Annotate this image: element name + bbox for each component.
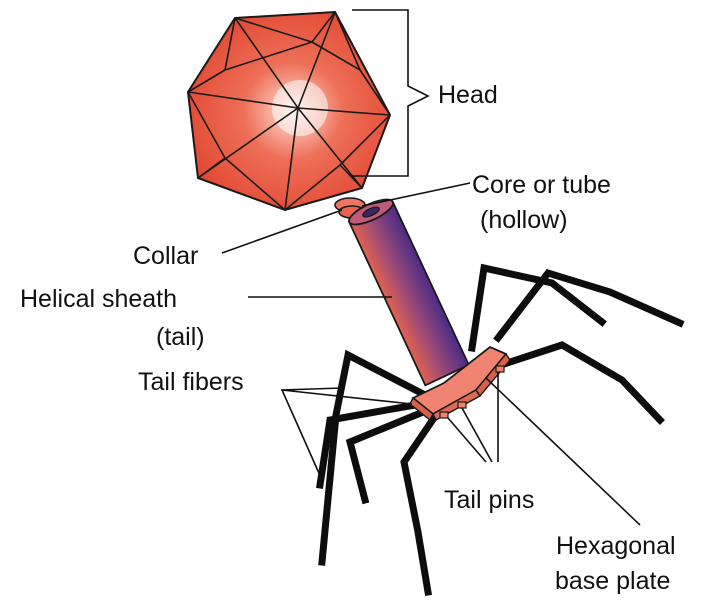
sheath-label: Helical sheath (20, 285, 177, 313)
tail-fiber (350, 410, 428, 500)
base-plate-label: Hexagonal (556, 532, 676, 560)
helical-sheath (346, 195, 469, 386)
base-plate-label-sub: base plate (555, 567, 670, 595)
tail-fibers-label: Tail fibers (138, 368, 244, 396)
tail-fiber (404, 412, 438, 592)
head-label: Head (438, 81, 498, 109)
core-label-sub: (hollow) (480, 206, 568, 234)
tail-pins-label: Tail pins (444, 486, 534, 514)
capsid-head (188, 12, 390, 210)
sheath-label-sub: (tail) (156, 323, 205, 351)
tail-fiber (498, 273, 680, 338)
collar-label: Collar (133, 242, 198, 270)
core-label: Core or tube (472, 171, 611, 199)
